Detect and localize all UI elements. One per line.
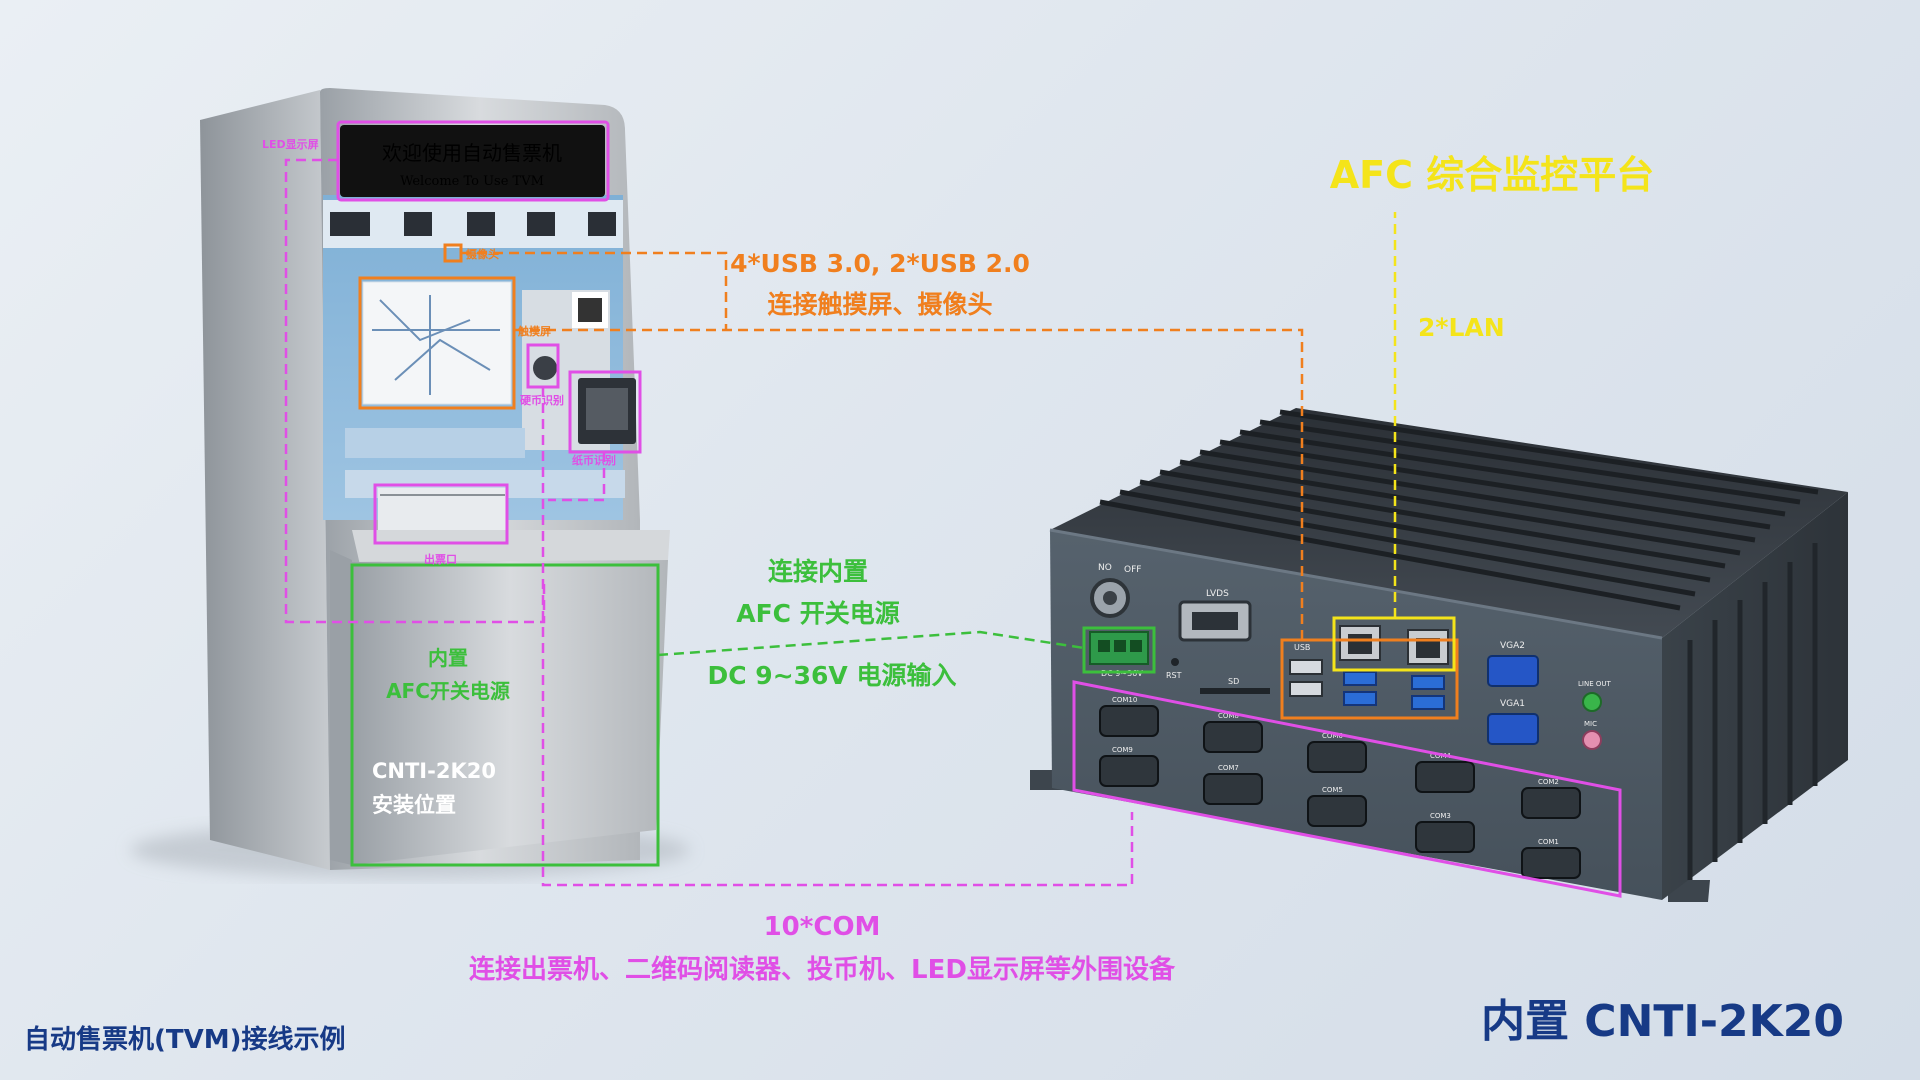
com7-label: COM7 — [1218, 764, 1239, 772]
usb-connector-line — [514, 328, 1304, 640]
mic-jack — [1582, 730, 1602, 750]
vga1-label: VGA1 — [1500, 699, 1525, 709]
psu-connector-line — [657, 630, 1085, 657]
com2-label: COM2 — [1538, 778, 1559, 786]
cnti-2k20-embedded-pc: NO OFF LVDS DC 9~36V RST SD USB — [1030, 408, 1848, 902]
psu-label-line2: AFC开关电源 — [386, 679, 510, 703]
com5-label: COM5 — [1322, 786, 1343, 794]
com-callout-line1: 10*COM — [764, 912, 881, 942]
psu-callout-line1: 连接内置 — [768, 557, 868, 586]
sd-label: SD — [1228, 677, 1239, 686]
usb3-ports — [1343, 671, 1445, 710]
com8-label: COM8 — [1218, 712, 1239, 720]
coin-tag: 硬币识别 — [520, 393, 564, 407]
install-label-line2: 安装位置 — [372, 793, 456, 817]
touchscreen-highlight-box — [358, 276, 516, 410]
switch-no-label: NO — [1098, 563, 1112, 573]
com6-label: COM6 — [1322, 732, 1343, 740]
vga-ports — [1487, 655, 1539, 745]
lan-ports — [1339, 625, 1449, 665]
psu-callout-line2: AFC 开关电源 — [736, 599, 899, 628]
usb-callout-line2: 连接触摸屏、摄像头 — [767, 290, 992, 319]
com10-label: COM10 — [1112, 696, 1137, 704]
com3-label: COM3 — [1430, 812, 1451, 820]
install-label-line1: CNTI-2K20 — [372, 759, 496, 783]
ticket-vending-machine: 欢迎使用自动售票机 Welcome To Use TVM — [130, 88, 690, 878]
usb-callout-line1: 4*USB 3.0, 2*USB 2.0 — [730, 249, 1030, 278]
com9-label: COM9 — [1112, 746, 1133, 754]
lvds-label: LVDS — [1206, 589, 1229, 599]
led-screen-line1: 欢迎使用自动售票机 — [382, 141, 562, 165]
ticket-exit-highlight-box — [373, 483, 509, 545]
banknote-tag: 纸币识别 — [572, 453, 616, 467]
com-ports — [1099, 705, 1581, 879]
com-callout-line2: 连接出票机、二维码阅读器、投币机、LED显示屏等外围设备 — [469, 954, 1176, 985]
psu-label-line1: 内置 — [428, 646, 468, 670]
line-out-label: LINE OUT — [1578, 680, 1611, 688]
vga2-label: VGA2 — [1500, 641, 1525, 651]
led-connector-line — [284, 158, 546, 624]
led-display-screen: 欢迎使用自动售票机 Welcome To Use TVM — [340, 125, 605, 197]
sd-slot — [1200, 688, 1270, 694]
camera-connector-line — [461, 251, 728, 330]
footer-caption: 自动售票机(TVM)接线示例 — [24, 1024, 346, 1055]
usb-label: USB — [1294, 643, 1310, 652]
com-highlight-box — [1072, 680, 1622, 898]
dc-highlight-box — [1082, 626, 1156, 674]
usb-highlight-box — [1280, 638, 1459, 720]
usb2-ports — [1289, 659, 1323, 697]
switch-off-label: OFF — [1124, 565, 1141, 575]
coin-connector-line — [541, 387, 1134, 887]
rst-label: RST — [1166, 671, 1182, 680]
ticket-exit-tag: 出票口 — [424, 552, 457, 566]
reset-button — [1171, 658, 1179, 666]
com1-label: COM1 — [1538, 838, 1559, 846]
led-screen-line2: Welcome To Use TVM — [400, 174, 544, 189]
mic-label: MIC — [1584, 720, 1597, 728]
lan-callout: 2*LAN — [1418, 313, 1505, 342]
product-name: 内置 CNTI-2K20 — [1481, 996, 1844, 1047]
dc-input-callout: DC 9~36V 电源输入 — [708, 661, 957, 690]
install-position-box — [350, 563, 660, 867]
note-connector-line — [548, 452, 606, 502]
line-out-jack — [1582, 692, 1602, 712]
afc-platform-title: AFC 综合监控平台 — [1330, 153, 1655, 197]
led-tag: LED显示屏 — [262, 138, 319, 151]
heatsink-fins — [1099, 409, 1819, 611]
